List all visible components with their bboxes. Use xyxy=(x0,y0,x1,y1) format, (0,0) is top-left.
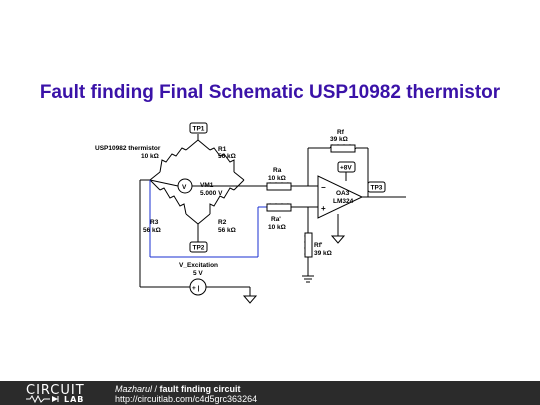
supply-label: +8V xyxy=(340,165,352,172)
thermistor-name: USP10982 thermistor xyxy=(95,145,161,152)
r2-value: 56 kΩ xyxy=(218,227,236,234)
logo-lab-text: LAB xyxy=(64,395,85,404)
opamp-plus: + xyxy=(321,204,326,213)
ground-icon-opamp xyxy=(330,235,346,244)
thermistor-resistor xyxy=(159,147,187,173)
highlight-wires xyxy=(149,180,268,258)
vm-symbol: V xyxy=(182,184,187,191)
circuitlab-logo: CIRCUIT xyxy=(26,383,85,398)
r1-name: R1 xyxy=(218,146,227,153)
circuit-attribution: Mazharul / fault finding circuit xyxy=(115,384,241,394)
vm-name: VM1 xyxy=(200,182,214,189)
rf2-value: 39 kΩ xyxy=(314,250,332,257)
tp1-label: TP1 xyxy=(193,126,205,133)
vex-name: V_Excitation xyxy=(179,262,218,269)
tp1-flag: TP1 xyxy=(189,122,208,134)
tp3-label: TP3 xyxy=(371,185,383,192)
voltmeter-icon xyxy=(177,178,193,194)
logo-wave-icon xyxy=(26,395,59,403)
ra-name: Ra xyxy=(273,167,282,174)
tp2-label: TP2 xyxy=(193,245,205,252)
opamp-name: OA3 xyxy=(336,190,350,197)
voltage-source-icon xyxy=(189,278,207,296)
tp3-flag: TP3 xyxy=(367,181,386,193)
vm-value: 5.000 V xyxy=(200,190,223,197)
source-symbol: + | xyxy=(192,285,200,292)
circuit-url-link[interactable]: http://circuitlab.com/c4d5grc363264 xyxy=(115,394,258,404)
rf2-box xyxy=(304,232,313,258)
r2-resistor xyxy=(209,187,235,214)
vex-value: 5 V xyxy=(193,270,203,277)
rf-name: Rf xyxy=(337,129,345,136)
page-title: Fault finding Final Schematic USP10982 t… xyxy=(39,82,501,103)
ground-symbols xyxy=(242,235,346,304)
rf-box xyxy=(330,144,356,153)
opamp-minus: − xyxy=(321,183,326,192)
r1-value: 56 kΩ xyxy=(218,153,236,160)
opamp-icon xyxy=(317,175,364,219)
ground-icon-source xyxy=(242,295,258,304)
schematic: V − + + | TP1 TP2 TP3 +8V USP10982 therm… xyxy=(95,122,406,304)
r3-resistor xyxy=(159,187,187,215)
rf-value: 39 kΩ xyxy=(330,136,348,143)
ra-box xyxy=(266,182,292,191)
ra2-value: 10 kΩ xyxy=(268,224,286,231)
r1-resistor xyxy=(209,147,235,172)
attribution-separator: / xyxy=(152,384,160,394)
supply-flag: +8V xyxy=(337,161,356,173)
footer-bar: CIRCUIT LAB Mazharul / fault finding cir… xyxy=(0,381,540,405)
circuit-name[interactable]: fault finding circuit xyxy=(159,384,241,394)
ra-value: 10 kΩ xyxy=(268,175,286,182)
rf2-name: Rf' xyxy=(314,242,323,249)
ra2-name: Ra' xyxy=(271,216,281,223)
ra2-box xyxy=(266,203,292,212)
r3-name: R3 xyxy=(150,219,159,226)
r3-value: 56 kΩ xyxy=(143,227,161,234)
r2-name: R2 xyxy=(218,219,227,226)
wires xyxy=(139,134,406,296)
thermistor-value: 10 kΩ xyxy=(141,153,159,160)
opamp-part: LM324 xyxy=(333,198,354,205)
tp2-flag: TP2 xyxy=(189,241,208,253)
author-name[interactable]: Mazharul xyxy=(115,384,153,394)
